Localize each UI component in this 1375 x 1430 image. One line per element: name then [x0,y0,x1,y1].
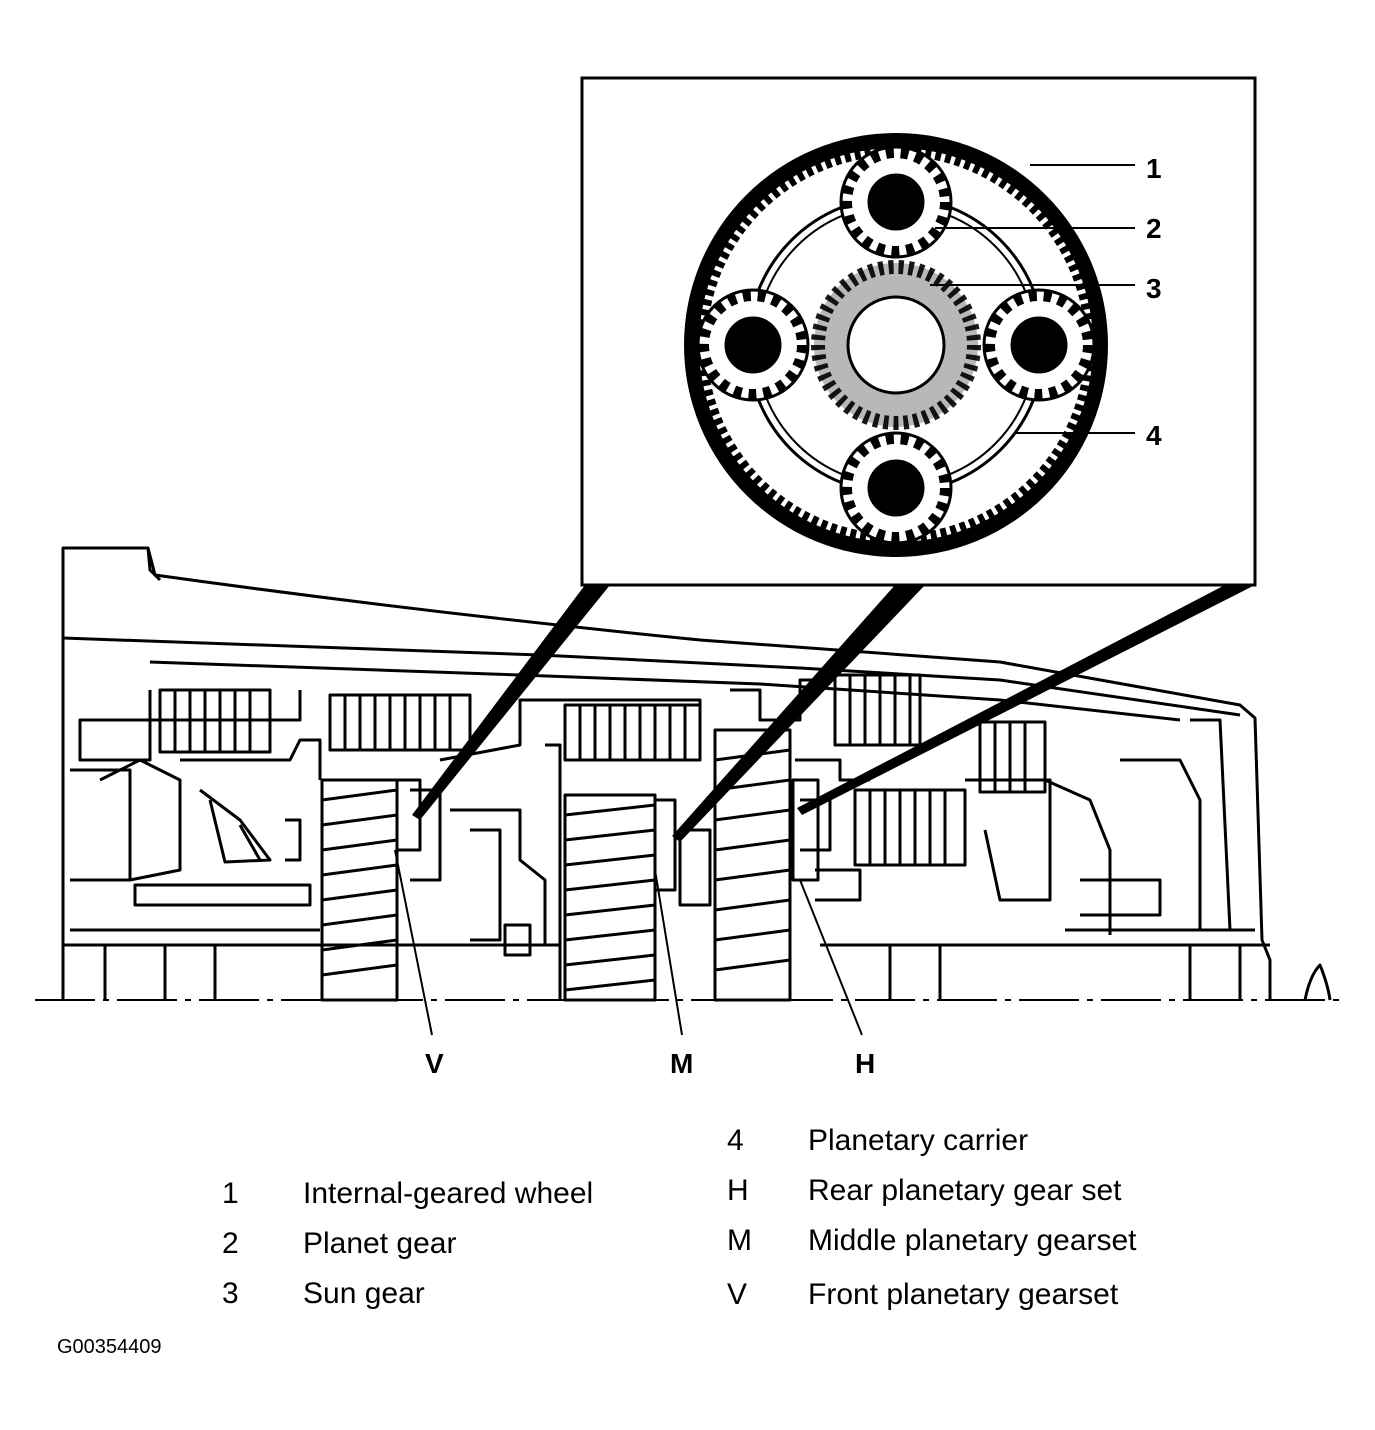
legend-key-2: 2 [222,1227,239,1260]
callout-3: 3 [1146,273,1162,304]
callout-1: 1 [1146,153,1162,184]
middle-clutch-pack [563,703,702,762]
inset-leader-lines [930,164,1135,434]
legend-key-m: M [727,1224,752,1257]
callout-2: 2 [1146,213,1162,244]
figure-id: G00354409 [57,1336,162,1358]
middle-planetary-gearset [563,728,792,1002]
magnifier-connectors [412,585,1255,842]
legend-text-4: Planetary carrier [808,1124,1029,1157]
legend-key-h: H [727,1174,749,1207]
planet-gears [696,145,1096,545]
legend-text-h: Rear planetary gear set [808,1174,1122,1207]
legend-text-1: Internal-geared wheel [303,1177,594,1210]
callout-4: 4 [1146,420,1162,451]
legend-key-4: 4 [727,1124,744,1157]
sun-gear [811,260,981,430]
planetary-gearset-front-view [684,133,1108,557]
section-leader-lines [394,849,863,1036]
legend-key-3: 3 [222,1277,239,1310]
legend-key-v: V [727,1278,748,1311]
callout-v: V [425,1048,444,1079]
legend-text-3: Sun gear [303,1277,425,1310]
legend-text-m: Middle planetary gearset [808,1224,1137,1257]
front-clutch-pack [158,688,472,754]
transmission-cross-section [61,546,1332,1002]
front-planetary-gearset [320,778,442,1002]
legend-text-2: Planet gear [303,1227,457,1260]
rear-planetary-gearset [791,778,820,882]
legend-text-v: Front planetary gearset [808,1278,1119,1311]
callout-h: H [855,1048,875,1079]
legend-key-1: 1 [222,1177,239,1210]
callout-m: M [670,1048,693,1079]
